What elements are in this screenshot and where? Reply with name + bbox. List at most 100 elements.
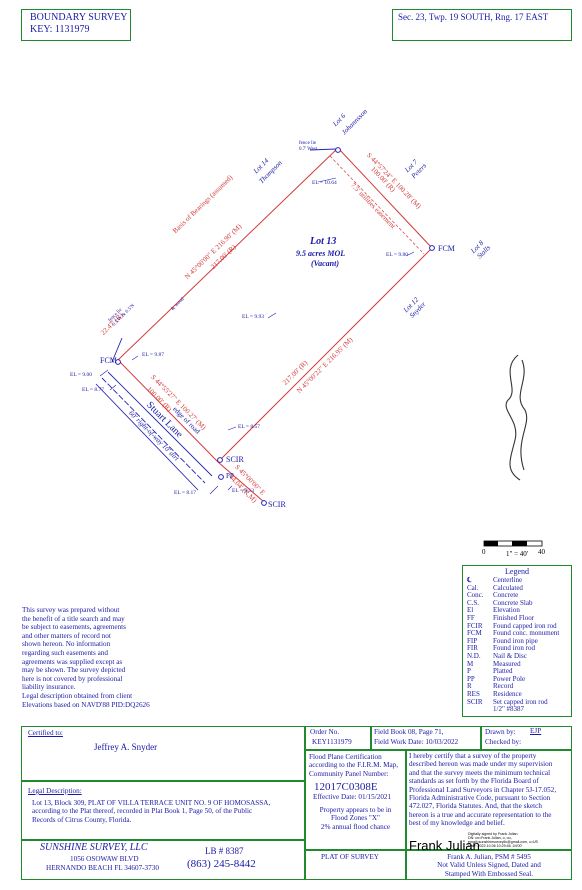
road-edge-1 [107,371,213,477]
elevation-813: EL = 8.13 [232,488,254,494]
legend-desc: Elevation [493,606,520,615]
legend-abbrev: RES [467,689,480,698]
fence-line-west [111,337,123,363]
scir-2-marker [261,500,267,506]
legend-title: Legend [505,567,529,576]
note-line: the benefit of a title search and may [22,614,125,623]
legend-desc: Calculated [493,583,523,592]
fence-note-north: fence lie 0.7' West [299,141,317,153]
note-line: This survey was prepared without [22,606,120,614]
fcm-w-marker [115,359,121,365]
lot13-vacant: (Vacant) [311,259,339,268]
elevation-980: EL = 9.80 [386,252,408,258]
certify-line: I hereby certify that a survey of the pr… [409,752,537,760]
legend-item: ℄Centerline [467,576,571,585]
legend-abbrev: El [467,606,474,615]
header-left-box [21,9,131,41]
certified-name: Jeffrey A. Snyder [94,742,158,752]
legend-desc: Found conc. monument [493,629,560,638]
boundary-sw [117,359,219,463]
drawn-box [481,726,572,750]
boundary-road [217,461,265,503]
digital-signature-block: Digitally signed by Frank Julian DN: cn=… [468,832,538,848]
field-book: Field Book 08, Page 71, [374,728,444,736]
legal-source-note: Legal description obtained from client [22,692,133,700]
header-right-box [392,9,572,41]
legend-item: Cal. Calculated [467,583,571,593]
certify-statement: I hereby certify that a survey of the pr… [409,752,571,828]
legal-line: Lot 13, Block 309, PLAT OF VILLA TERRACE… [32,799,271,807]
company-lb: LB # 8387 [205,846,244,856]
note-line: be subject to easements, agreements [22,623,126,632]
certified-label: Certified to: [28,729,63,737]
company-box [21,840,305,880]
legal-box [21,781,305,840]
certify-box [406,750,572,850]
certify-line: hereon is a true and accurate representa… [409,810,552,819]
elevation-877: EL = 8.77 [82,387,104,393]
flood-zone-1: Property appears to be in [319,806,392,814]
note-line: regarding such easements and [22,648,109,657]
scir-1-marker [217,457,223,463]
elevation-900: EL = 9.00 [70,372,92,378]
scale-forty: 40 [538,548,545,556]
legend-abbrev: FIR [467,644,478,653]
legend-abbrev: Conc. [467,591,484,600]
legend-desc: Found capped iron rod [493,621,557,630]
legend-desc: 1/2" #8387 [493,705,525,714]
signature-box [406,850,572,880]
certify-line: best of my knowledge and belief. [409,819,505,828]
scale-zero: 0 [482,548,486,556]
legal-line: according to the Plat thereof, recorded … [32,807,253,816]
legend-abbrev: C.S. [467,598,480,607]
legend-abbrev: SCIR [467,697,483,706]
boundary-ne [337,147,433,249]
road-centerline [101,377,206,484]
legend-desc: Concrete Slab [493,598,533,607]
certify-line: Professional Land Surveyors in Chapter 5… [409,785,557,794]
certify-line: described hereon was made under my super… [409,760,553,769]
legend-decoration [505,354,528,481]
note-line: and other matters of record not [22,631,111,640]
legend-abbrev: FIP [467,636,478,645]
legend-abbrev: Cal. [467,583,479,592]
digital-sig-4: Date: 2022.10.06 10:29:46 -04'00' [468,844,523,848]
monument-north [335,147,341,153]
utility-easement-line [329,155,425,255]
boundary-se [217,247,433,463]
fcm-w-label: FCM [100,356,117,365]
legend-item: FIR Found iron rod [467,645,571,653]
certify-line: 472.027, Florida Statutes. And, that the… [409,802,542,811]
flood-effective-date: Effective Date: 01/15/2021 [313,793,392,801]
elevation-datum-note: Elevations based on NAVD'88 PID:DQ2626 [22,701,150,709]
survey-key: KEY: 1131979 [30,24,90,35]
pp-label: PP [226,472,234,480]
order-label: Order No. [310,728,340,736]
plat-of-survey-box [305,850,406,880]
elevation-987: EL = 9.87 [142,352,164,358]
certify-line: Florida Administrative Code, pursuant to… [409,794,551,803]
surveyor-printed-name: Frank A. Julian, PSM # 5495 [447,853,531,861]
legend-desc: Record [493,682,514,691]
certify-line: standards as set forth by the Florida Bo… [409,777,539,786]
legend-item: El Elevation [467,607,571,615]
legend-desc: Nail & Disc [493,651,527,660]
legend-desc: Found iron rod [493,644,535,653]
flood-zone: Property appears to be in Flood Zones "X… [305,806,406,831]
signature-name: Frank Julian [409,838,480,853]
legend-abbrev: M [467,659,474,668]
legend-desc: Platted [493,667,513,676]
survey-title: BOUNDARY SURVEY [30,12,128,23]
legend-abbrev [467,706,493,714]
legend-desc: Power Pole [493,674,526,683]
flood-panel-number: 12017C0308E [314,781,378,793]
